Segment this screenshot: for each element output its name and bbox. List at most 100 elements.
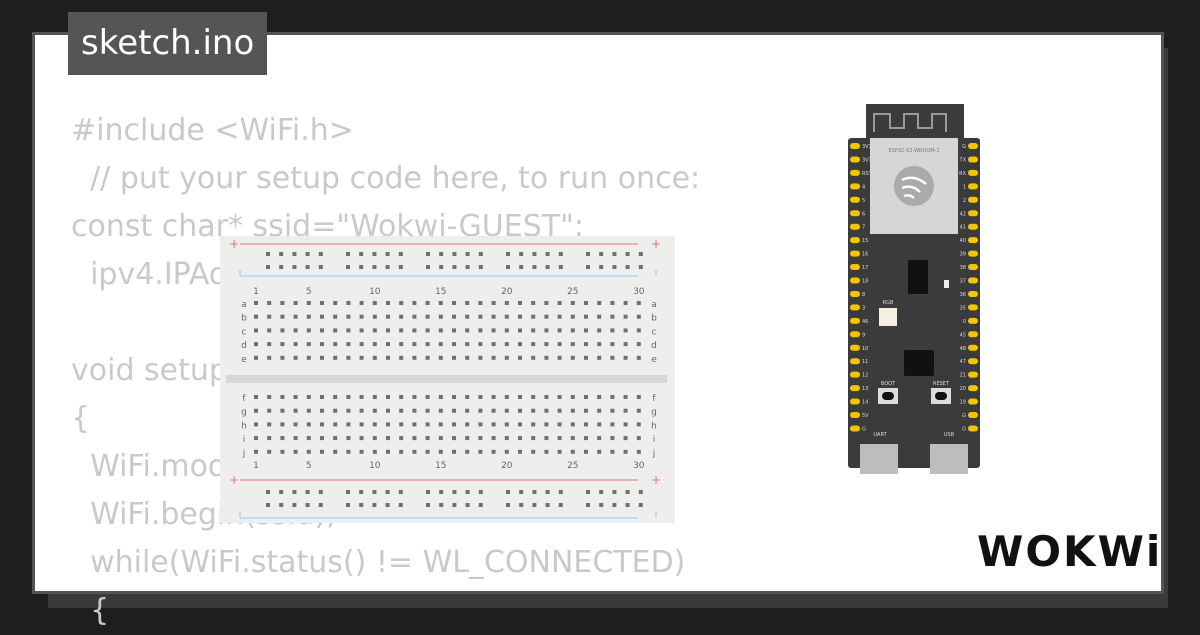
breadboard-hole [504,422,509,427]
pin-label-right: 19 [960,400,966,406]
pin-header-left [850,398,860,405]
pin-label-left: 5V [862,413,869,419]
breadboard-hole [346,408,351,413]
rail-hole [292,490,297,494]
usb-port [930,444,968,474]
breadboard-hole [425,408,430,413]
breadboard-hole [293,436,298,441]
breadboard-hole [518,395,522,399]
column-label: 25 [567,287,578,297]
breadboard-hole [478,395,483,399]
breadboard-hole [412,436,417,441]
rail-hole [558,265,563,269]
rail-hole [465,265,470,269]
breadboard-hole [557,449,562,454]
breadboard-hole [293,314,298,319]
wokwi-logo-icon: WOKWi [977,527,1160,576]
rail-hole [266,252,270,256]
antenna-trace [873,113,947,132]
rail-hole [612,252,617,256]
pin-label-left: 15 [862,238,868,244]
pin-header-left [850,290,860,297]
pin-label-left: 11 [862,359,868,365]
rail-hole [478,252,483,256]
breadboard-hole [465,301,470,305]
uart-usb-port [860,444,898,474]
breadboard-hole [531,408,536,413]
breadboard-hole [346,436,351,441]
pin-label-left: 13 [862,386,868,392]
breadboard-hole [452,301,456,305]
breadboard-hole [557,422,562,427]
breadboard-hole [452,355,456,360]
breadboard-hole [623,301,628,305]
breadboard-hole [636,355,641,360]
breadboard-hole [386,301,390,305]
column-label: 5 [306,287,312,297]
pin-header-right [968,143,978,149]
pin-label-right: G [962,426,966,432]
breadboard-hole [372,436,377,441]
column-label: 10 [369,287,381,297]
breadboard-hole [372,301,377,305]
breadboard-hole [518,408,522,413]
breadboard-hole [584,328,588,333]
pin-header-right [968,290,978,297]
column-label: 15 [435,287,446,297]
pin-label-left: 3V3 [862,144,872,150]
pin-header-left [850,237,860,244]
chip-regulator [908,260,928,294]
pin-label-right: 2 [963,198,966,204]
pin-label-right: 48 [960,346,966,352]
rail-hole [359,265,364,269]
rail-hole [439,252,444,256]
breadboard-hole [333,342,338,347]
breadboard-hole [267,422,272,427]
file-tab[interactable]: sketch.ino [68,12,268,75]
esp32-s3-devkit[interactable]: ESP32-S3-WROOM-13V33V3RST456715161718834… [846,104,982,474]
breadboard-hole [570,328,575,333]
rail-hole [279,503,284,507]
breadboard-hole [531,355,536,360]
breadboard-hole [491,342,496,347]
row-label: c [652,327,657,337]
breadboard-hole [359,355,364,360]
rail-hole [292,503,297,507]
rail-plus-label: + [651,473,661,487]
row-label: j [652,449,656,459]
breadboard-hole [478,422,483,427]
pin-label-right: RX [959,171,966,177]
pin-header-left [850,183,860,190]
rail-hole [558,252,563,256]
breadboard-hole [254,408,258,413]
breadboard-hole [531,436,536,441]
pin-header-left [850,425,860,432]
breadboard-hole [531,342,536,347]
breadboard-hole [280,422,285,427]
row-label: d [241,341,247,351]
breadboard-hole [412,301,417,305]
boot-label: BOOT [881,381,896,387]
breadboard-hole [636,395,641,399]
pin-header-left [850,304,860,311]
pin-header-left [850,277,860,284]
pin-label-left: 17 [862,265,868,271]
breadboard-hole [293,301,298,305]
breadboard-hole [623,408,628,413]
rail-hole [519,490,524,494]
breadboard-hole [280,314,285,319]
breadboard-hole [557,314,562,319]
pin-header-right [968,385,978,392]
breadboard-hole [320,314,324,319]
row-label: f [242,394,246,404]
breadboard-hole [570,395,575,399]
column-label: 15 [435,461,446,471]
rail-hole [519,265,524,269]
breadboard-hole [267,328,272,333]
breadboard-hole [254,395,258,399]
breadboard-hole [386,355,390,360]
breadboard-hole [544,355,549,360]
rail-hole [439,265,444,269]
pin-header-right [968,358,978,365]
